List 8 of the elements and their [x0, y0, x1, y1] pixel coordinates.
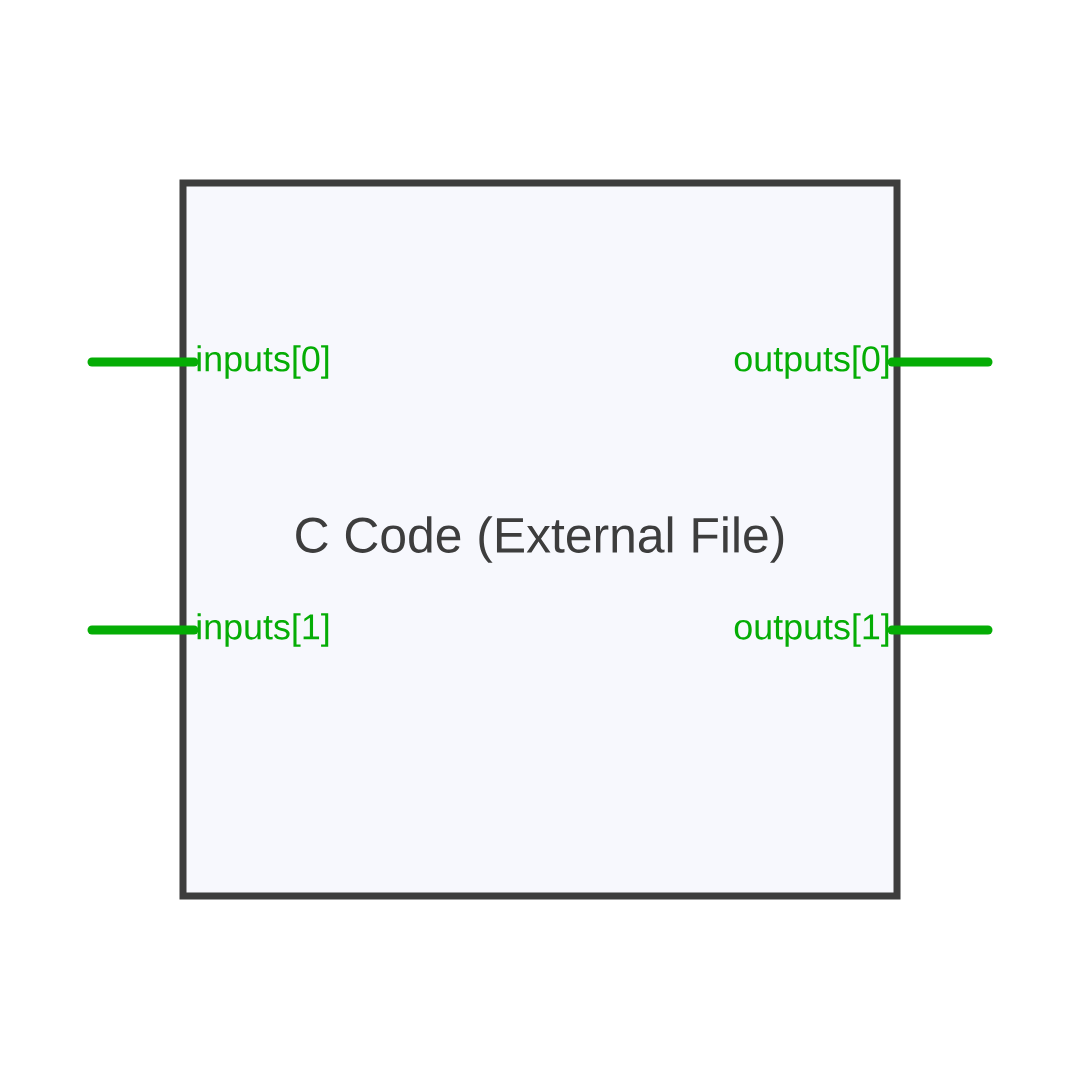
port-label: inputs[0]: [197, 345, 329, 379]
port-label: outputs[1]: [734, 613, 889, 647]
port-line: [87, 625, 199, 635]
port-label: inputs[1]: [197, 613, 329, 647]
port-line: [887, 357, 993, 367]
port-line: [87, 357, 199, 367]
port-line: [887, 625, 993, 635]
port-label: outputs[0]: [734, 345, 889, 379]
